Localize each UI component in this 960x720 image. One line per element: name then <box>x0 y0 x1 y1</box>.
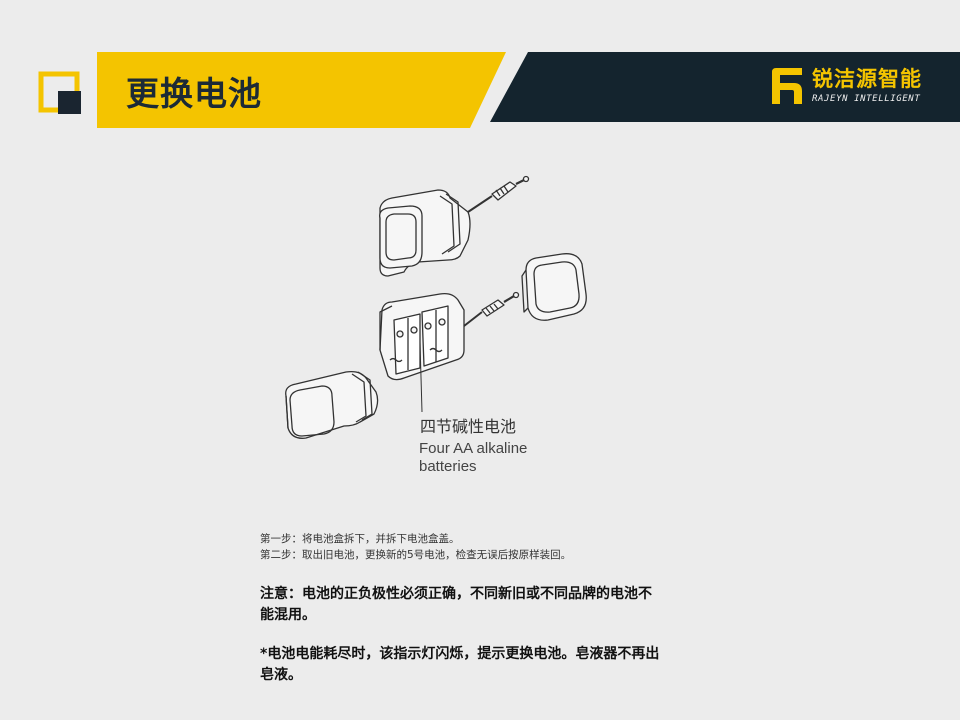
battery-label-en: Four AA alkaline batteries <box>419 440 528 475</box>
brand: 锐洁源智能 RAJEYN INTELLIGENT <box>768 66 938 110</box>
page-title: 更换电池 <box>126 74 262 113</box>
brand-name: 锐洁源智能 <box>812 67 922 91</box>
brand-logo-icon <box>772 68 802 104</box>
indicator-note: *电池电能耗尽时，该指示灯闪烁，提示更换电池。皂液器不再出皂液。 <box>260 646 660 683</box>
battery-box-illustration <box>285 175 587 439</box>
brand-subtitle: RAJEYN INTELLIGENT <box>812 94 921 104</box>
battery-label-cn: 四节碱性电池 <box>420 417 517 436</box>
battery-holder-open <box>379 291 520 381</box>
corner-square-icon <box>38 71 81 114</box>
header-banner <box>38 52 960 128</box>
step-1: 第一步：将电池盒拆下，并拆下电池盒盖。 <box>260 533 460 545</box>
brand-bar <box>490 52 960 122</box>
steps-block: 第一步：将电池盒拆下，并拆下电池盒盖。 第二步：取出旧电池，更换新的5号电池，检… <box>260 531 571 563</box>
assembled-battery-box <box>379 175 530 277</box>
title-bar <box>97 52 506 128</box>
step-2: 第二步：取出旧电池，更换新的5号电池，检查无误后按原样装回。 <box>260 549 572 561</box>
polarity-warning: 注意：电池的正负极性必须正确，不同新旧或不同品牌的电池不能混用。 <box>260 586 652 623</box>
battery-box-bottom-cap <box>285 370 379 439</box>
battery-box-cover <box>521 253 587 321</box>
